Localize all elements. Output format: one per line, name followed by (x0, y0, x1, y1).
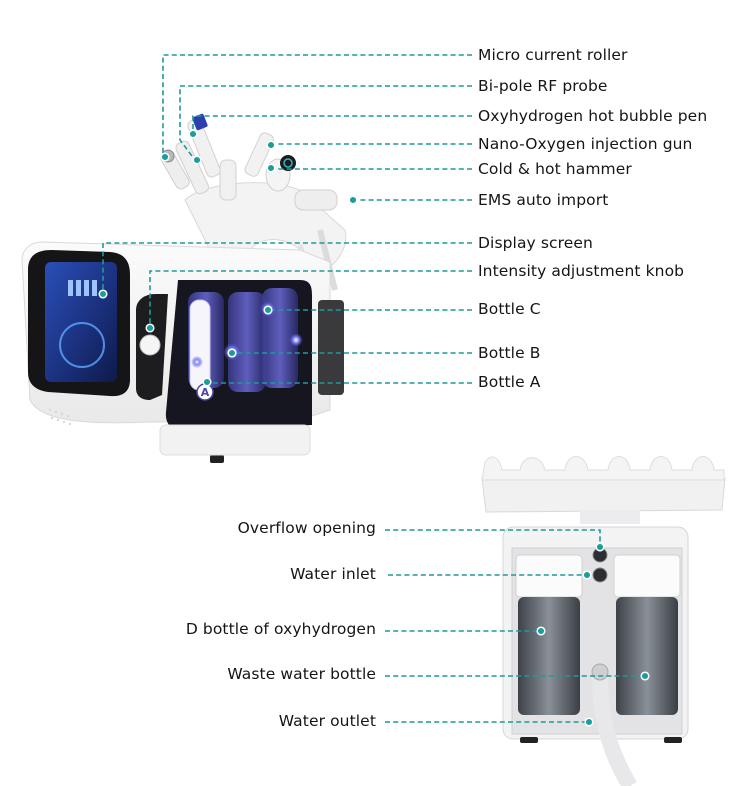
label-overflow-opening: Overflow opening (237, 519, 376, 537)
label-bottle-c: Bottle C (478, 300, 541, 318)
label-nano-oxygen-injection-gun: Nano-Oxygen injection gun (478, 135, 693, 153)
label-waste-water-bottle: Waste water bottle (227, 665, 376, 683)
label-oxyhydrogen-hot-bubble-pen: Oxyhydrogen hot bubble pen (478, 107, 708, 125)
back-machine-body (481, 456, 726, 786)
label-water-outlet: Water outlet (278, 712, 376, 730)
front-machine-body: A (21, 241, 344, 463)
callout-dots (98, 129, 650, 727)
bottle-a-badge: A (201, 386, 210, 399)
label-display-screen: Display screen (478, 234, 593, 252)
label-bottle-a: Bottle A (478, 373, 541, 391)
label-d-bottle-oxyhydrogen: D bottle of oxyhydrogen (185, 620, 376, 638)
label-water-inlet: Water inlet (290, 565, 376, 583)
label-bi-pole-rf-probe: Bi-pole RF probe (478, 77, 608, 95)
label-cold-hot-hammer: Cold & hot hammer (478, 160, 632, 178)
label-bottle-b: Bottle B (478, 344, 541, 362)
label-ems-auto-import: EMS auto import (478, 191, 609, 209)
label-intensity-adjustment-knob: Intensity adjustment knob (478, 262, 685, 280)
label-micro-current-roller: Micro current roller (478, 46, 628, 64)
callout-lines (102, 54, 645, 723)
